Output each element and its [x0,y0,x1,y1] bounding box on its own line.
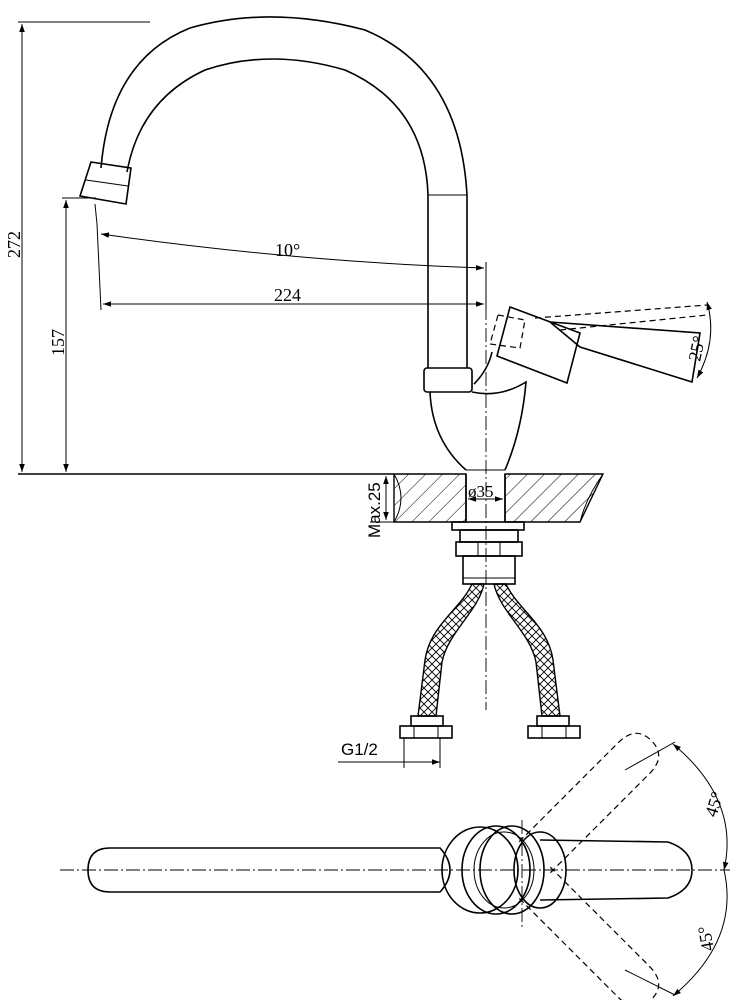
mounting-hardware [451,521,525,585]
aerator [78,161,132,225]
hole-diameter-dimension: ø35 [468,482,503,502]
max-thickness-label: Max.25 [365,482,384,538]
spout-reach-dimension: 224 [103,285,484,307]
spout-height-label: 157 [48,329,68,356]
lever-handle [489,304,708,385]
supply-hoses [417,583,561,717]
rotation-bottom-label: 45° [694,924,718,952]
hole-diameter-label: ø35 [468,482,494,501]
spout-angle-label: 10° [275,240,300,260]
spout-angle-dimension: 10° [96,223,487,311]
top-view-spout [87,847,451,893]
hose-nut-left [399,715,453,739]
rotation-dimension: 45° 45° [624,741,729,997]
hose-nut-right [527,715,581,739]
countertop-section [393,473,605,523]
spout-height-dimension: 157 [48,197,96,472]
top-view-body [441,825,567,915]
thread-dimension: G1/2 [338,738,441,768]
faucet-body [423,351,527,471]
lever-angle-dimension: 25° [684,301,712,379]
total-height-label: 272 [4,231,24,258]
spout-reach-label: 224 [274,285,301,305]
max-thickness-dimension: Max.25 [365,476,394,538]
thread-label: G1/2 [341,740,378,759]
total-height-dimension: 272 [4,21,150,472]
spout [100,16,468,368]
